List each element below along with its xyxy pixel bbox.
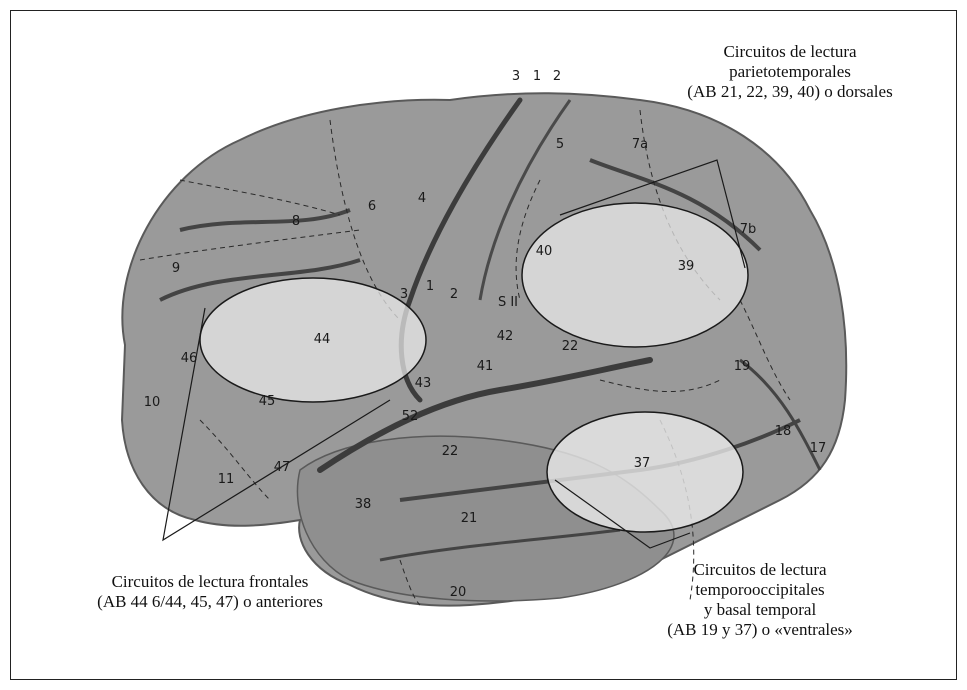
caption-line: (AB 19 y 37) o «ventrales»: [610, 620, 910, 640]
area-label: 7b: [740, 222, 757, 237]
area-label: 22: [562, 339, 579, 354]
area-label: 7a: [632, 137, 648, 152]
caption-line: (AB 21, 22, 39, 40) o dorsales: [640, 82, 940, 102]
area-label: 46: [181, 351, 198, 366]
area-label: 11: [218, 472, 235, 487]
area-label: 20: [450, 585, 467, 600]
area-label: S II: [498, 295, 518, 310]
area-label: 43: [415, 376, 432, 391]
area-label: 18: [775, 424, 792, 439]
caption-line: (AB 44 6/44, 45, 47) o anteriores: [40, 592, 380, 612]
caption-line: temporooccipitales: [610, 580, 910, 600]
area-label: 2: [553, 69, 561, 84]
area-label: 9: [172, 261, 180, 276]
area-label: 37: [634, 456, 651, 471]
caption-line: y basal temporal: [610, 600, 910, 620]
caption-line: Circuitos de lectura: [610, 560, 910, 580]
area-label: 1: [426, 279, 434, 294]
area-label: 45: [259, 394, 276, 409]
area-label: 52: [402, 409, 419, 424]
temporooccipital-circuit-ellipse: [547, 412, 743, 532]
caption-parietotemporal: Circuitos de lectura parietotemporales (…: [640, 42, 940, 102]
area-label: 21: [461, 511, 478, 526]
area-label: 1: [533, 69, 541, 84]
caption-ventral: Circuitos de lectura temporooccipitales …: [610, 560, 910, 640]
area-label: 42: [497, 329, 514, 344]
area-label: 2: [450, 287, 458, 302]
caption-line: Circuitos de lectura: [640, 42, 940, 62]
area-label: 10: [144, 395, 161, 410]
area-label: 5: [556, 137, 564, 152]
area-label: 3: [400, 287, 408, 302]
area-label: 8: [292, 214, 300, 229]
area-label: 19: [734, 359, 751, 374]
area-label: 44: [314, 332, 331, 347]
area-label: 6: [368, 199, 376, 214]
parietotemporal-circuit-ellipse: [522, 203, 748, 347]
area-label: 22: [442, 444, 459, 459]
area-label: 47: [274, 460, 291, 475]
caption-line: Circuitos de lectura frontales: [40, 572, 380, 592]
area-label: 4: [418, 191, 426, 206]
area-label: 3: [512, 69, 520, 84]
caption-line: parietotemporales: [640, 62, 940, 82]
area-label: 17: [810, 441, 827, 456]
area-label: 38: [355, 497, 372, 512]
area-label: 41: [477, 359, 494, 374]
caption-frontal: Circuitos de lectura frontales (AB 44 6/…: [40, 572, 380, 612]
area-label: 40: [536, 244, 553, 259]
area-label: 39: [678, 259, 695, 274]
